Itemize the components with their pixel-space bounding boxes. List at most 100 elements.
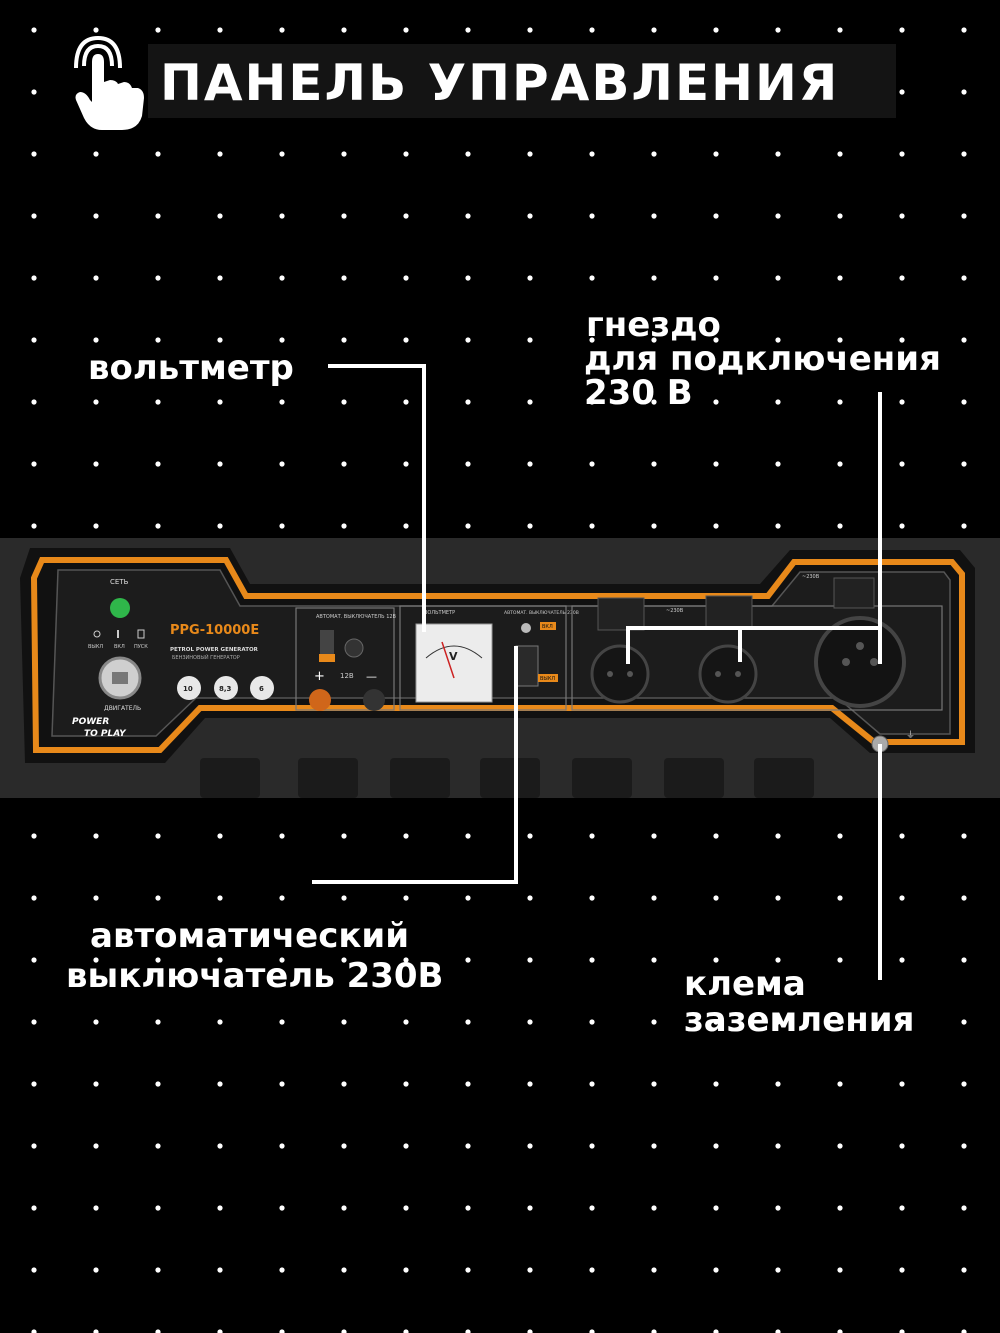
background-dot: [527, 461, 533, 467]
background-dot: [961, 1081, 967, 1087]
background-dot: [589, 151, 595, 157]
background-dot: [93, 895, 99, 901]
background-dot: [651, 399, 657, 405]
background-dot: [589, 523, 595, 529]
background-dot: [713, 523, 719, 529]
base-rib: [664, 758, 724, 798]
background-dot: [589, 27, 595, 33]
dc-section-frame: [295, 607, 395, 711]
voltmeter-scale: [425, 645, 483, 659]
background-dot: [279, 1205, 285, 1211]
background-dot: [279, 213, 285, 219]
background-dot: [341, 461, 347, 467]
outlet-socket-1[interactable]: [590, 644, 650, 704]
background-dot: [279, 1143, 285, 1149]
base-rib: [298, 758, 358, 798]
background-dot: [403, 1143, 409, 1149]
background-dot: [155, 151, 161, 157]
background-dot: [93, 461, 99, 467]
background-dot: [837, 895, 843, 901]
dc-breaker-switch[interactable]: [320, 630, 334, 660]
background-dot: [217, 1081, 223, 1087]
background-dot: [341, 1019, 347, 1025]
background-dot: [465, 1019, 471, 1025]
background-dot: [961, 833, 967, 839]
outlet-cover-1[interactable]: [597, 597, 645, 631]
background-dot: [31, 1143, 37, 1149]
background-dot: [465, 275, 471, 281]
background-dot: [589, 833, 595, 839]
background-dot: [217, 337, 223, 343]
background-dot: [651, 213, 657, 219]
background-dot: [31, 957, 37, 963]
background-dot: [651, 895, 657, 901]
dc-plus-terminal[interactable]: [309, 689, 331, 711]
background-dot: [527, 1143, 533, 1149]
background-dot: [527, 1329, 533, 1333]
background-dot: [403, 1205, 409, 1211]
ac-off-label: ВЫКЛ: [540, 676, 555, 682]
background-dot: [279, 957, 285, 963]
base-rib: [200, 758, 260, 798]
background-dot: [527, 1081, 533, 1087]
background-dot: [775, 1143, 781, 1149]
background-dot: [31, 213, 37, 219]
background-dot: [899, 337, 905, 343]
outlet-cover-2[interactable]: [705, 595, 753, 629]
background-dot: [155, 337, 161, 343]
background-dot: [465, 1205, 471, 1211]
background-dot: [961, 89, 967, 95]
background-dot: [713, 151, 719, 157]
background-dot: [341, 523, 347, 529]
ac-breaker-title: АВТОМАТ. ВЫКЛЮЧАТЕЛЬ 230В: [504, 610, 579, 616]
background-dot: [713, 337, 719, 343]
background-dot: [899, 957, 905, 963]
socket-callout-line3: 230 В: [584, 373, 693, 413]
background-dot: [527, 151, 533, 157]
background-dot: [713, 1143, 719, 1149]
background-dot: [713, 1267, 719, 1273]
model-name: PPG-10000E: [170, 623, 259, 638]
ground-callout-line1: клема: [684, 964, 806, 1004]
spec-badge-1: [177, 676, 201, 700]
background-dot: [93, 1267, 99, 1273]
breaker-callout-line1: автоматический: [90, 916, 410, 956]
background-dot: [651, 275, 657, 281]
background-dot: [93, 1205, 99, 1211]
power-to-play-line2: TO PLAY: [84, 729, 127, 739]
background-dot: [589, 1081, 595, 1087]
dc-minus-terminal[interactable]: [363, 689, 385, 711]
background-dot: [31, 337, 37, 343]
background-dot: [775, 1081, 781, 1087]
background-dot: [279, 1081, 285, 1087]
background-dot: [31, 89, 37, 95]
background-dot: [775, 461, 781, 467]
background-dot: [775, 1205, 781, 1211]
background-dot: [403, 1019, 409, 1025]
background-dot: [31, 833, 37, 839]
background-dot: [93, 1019, 99, 1025]
background-dot: [31, 1329, 37, 1333]
background-dot: [589, 399, 595, 405]
background-dot: [341, 151, 347, 157]
outlet-cover-3[interactable]: [833, 577, 875, 609]
background-dot: [403, 337, 409, 343]
background-dot: [527, 957, 533, 963]
background-dot: [341, 275, 347, 281]
dc-minus-label: —: [366, 670, 377, 683]
background-dot: [899, 1143, 905, 1149]
engine-label: ДВИГАТЕЛЬ: [104, 705, 141, 712]
background-dot: [527, 27, 533, 33]
background-dot: [217, 461, 223, 467]
background-dot: [155, 523, 161, 529]
dc-breaker-button[interactable]: [344, 638, 364, 658]
background-dot: [341, 213, 347, 219]
background-dot: [217, 399, 223, 405]
background-dot: [31, 27, 37, 33]
background-dot: [713, 833, 719, 839]
background-dot: [217, 833, 223, 839]
background-dot: [341, 957, 347, 963]
